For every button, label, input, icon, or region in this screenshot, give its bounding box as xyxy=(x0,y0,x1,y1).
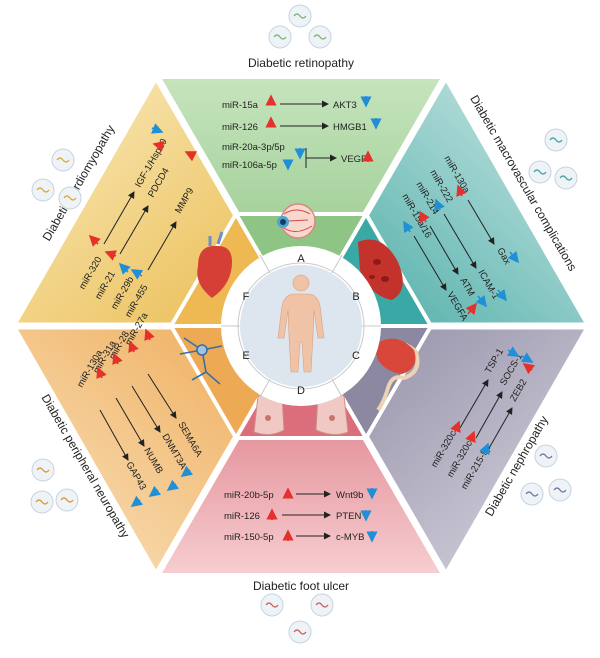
sector-retinopathy xyxy=(158,79,444,326)
kidney-icon xyxy=(374,338,420,412)
ring-letter-f: F xyxy=(243,291,250,303)
foot-target-3: c-MYB xyxy=(336,532,365,543)
foot-mirna-3: miR-150-5p xyxy=(224,532,274,543)
ring-letter-b: B xyxy=(352,291,359,303)
human-body-icon xyxy=(277,274,325,373)
feet-icon xyxy=(253,392,349,436)
foot-target-2: PTEN xyxy=(336,511,361,522)
retinopathy-mirna-4: miR-106a-5p xyxy=(222,160,277,171)
heart-icon xyxy=(197,231,232,298)
foot-rows: miR-20b-5p Wnt9b miR-126 PTEN miR-150-5p… xyxy=(224,487,378,543)
title-foot-ulcer: Diabetic foot ulcer xyxy=(253,579,349,593)
retinopathy-rows: miR-15a AKT3 miR-126 HMGB1 miR-20a-3p/5p… xyxy=(222,94,382,171)
eye-icon xyxy=(277,203,316,239)
neuron-icon xyxy=(179,337,223,385)
retinopathy-mirna-1: miR-15a xyxy=(222,100,259,111)
ring-letter-d: D xyxy=(297,385,305,397)
ring-letter-a: A xyxy=(297,253,305,265)
sector-foot-ulcer xyxy=(158,326,444,573)
ring-letter-c: C xyxy=(352,350,360,362)
retinopathy-mirna-2: miR-126 xyxy=(222,122,258,133)
foot-mirna-2: miR-126 xyxy=(224,511,260,522)
title-retinopathy: Diabetic retinopathy xyxy=(248,56,354,70)
ring-dividers xyxy=(221,254,381,398)
retinopathy-target-1: AKT3 xyxy=(333,100,357,111)
retinopathy-target-2: HMGB1 xyxy=(333,122,367,133)
retinopathy-target-3: VEGF xyxy=(341,154,367,165)
rna-strand-decorations xyxy=(35,13,573,635)
exosome-decorations xyxy=(30,4,578,644)
ring-letter-e: E xyxy=(242,350,249,362)
retinopathy-mirna-3: miR-20a-3p/5p xyxy=(222,142,285,153)
foot-target-1: Wnt9b xyxy=(336,490,363,501)
foot-mirna-1: miR-20b-5p xyxy=(224,490,274,501)
